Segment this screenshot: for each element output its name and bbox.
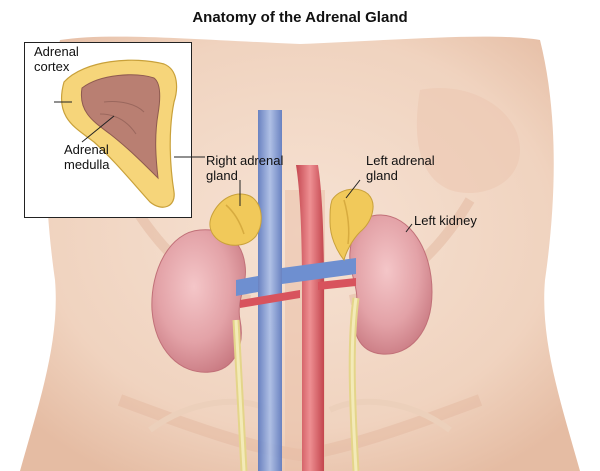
- label-adrenal-cortex: Adrenal cortex: [34, 44, 79, 74]
- label-adrenal-medulla: Adrenal medulla: [64, 142, 110, 172]
- leader-lines: [192, 156, 413, 233]
- adrenal-cross-section: [54, 59, 192, 208]
- cross-section-inset: [24, 42, 192, 218]
- inferior-vena-cava: [258, 110, 282, 471]
- renal-arteries: [240, 278, 356, 308]
- ureters: [232, 297, 360, 471]
- label-left-adrenal-gland: Left adrenal gland: [366, 153, 435, 183]
- left-kidney: [349, 214, 433, 355]
- adrenal-medulla-region: [80, 74, 161, 180]
- label-right-adrenal-gland: Right adrenal gland: [206, 153, 284, 183]
- page-title: Anatomy of the Adrenal Gland: [192, 9, 408, 26]
- label-left-kidney: Left kidney: [414, 213, 477, 228]
- left-adrenal-gland: [329, 188, 374, 262]
- right-kidney: [151, 229, 246, 373]
- renal-veins: [236, 258, 356, 296]
- right-adrenal-gland: [209, 193, 262, 246]
- aorta: [296, 165, 324, 471]
